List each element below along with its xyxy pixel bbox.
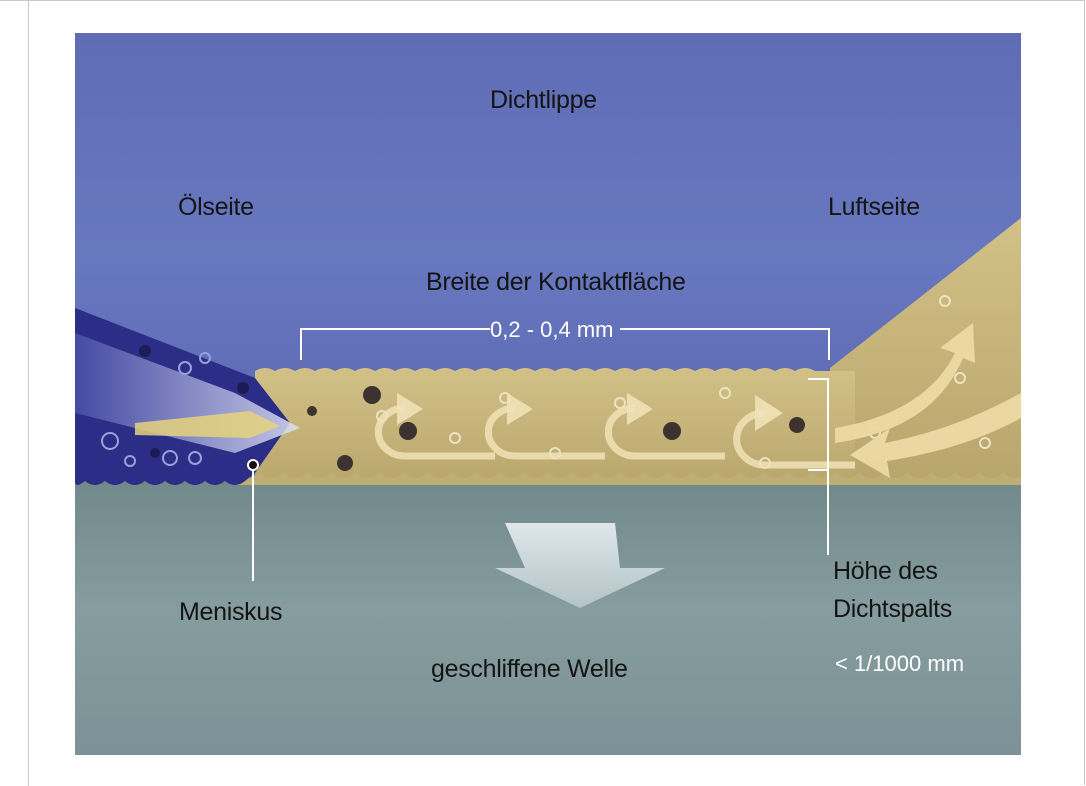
label-ground-shaft: geschliffene Welle <box>431 655 628 684</box>
label-meniscus: Meniskus <box>179 598 282 627</box>
seal-diagram: Dichtlippe Ölseite Luftseite Breite der … <box>75 33 1021 755</box>
label-gap-height-2: Dichtspalts <box>833 595 952 624</box>
label-contact-width: Breite der Kontaktfläche <box>426 268 686 297</box>
label-gap-height-1: Höhe des <box>833 557 938 586</box>
seal-diagram-graphic <box>75 33 1021 755</box>
label-oil-side: Ölseite <box>178 193 254 222</box>
page-frame-left-line <box>28 0 29 786</box>
label-air-side: Luftseite <box>828 193 920 222</box>
label-sealing-lip: Dichtlippe <box>490 86 597 115</box>
label-contact-width-value: 0,2 - 0,4 mm <box>490 317 613 343</box>
label-gap-height-value: < 1/1000 mm <box>835 651 964 677</box>
